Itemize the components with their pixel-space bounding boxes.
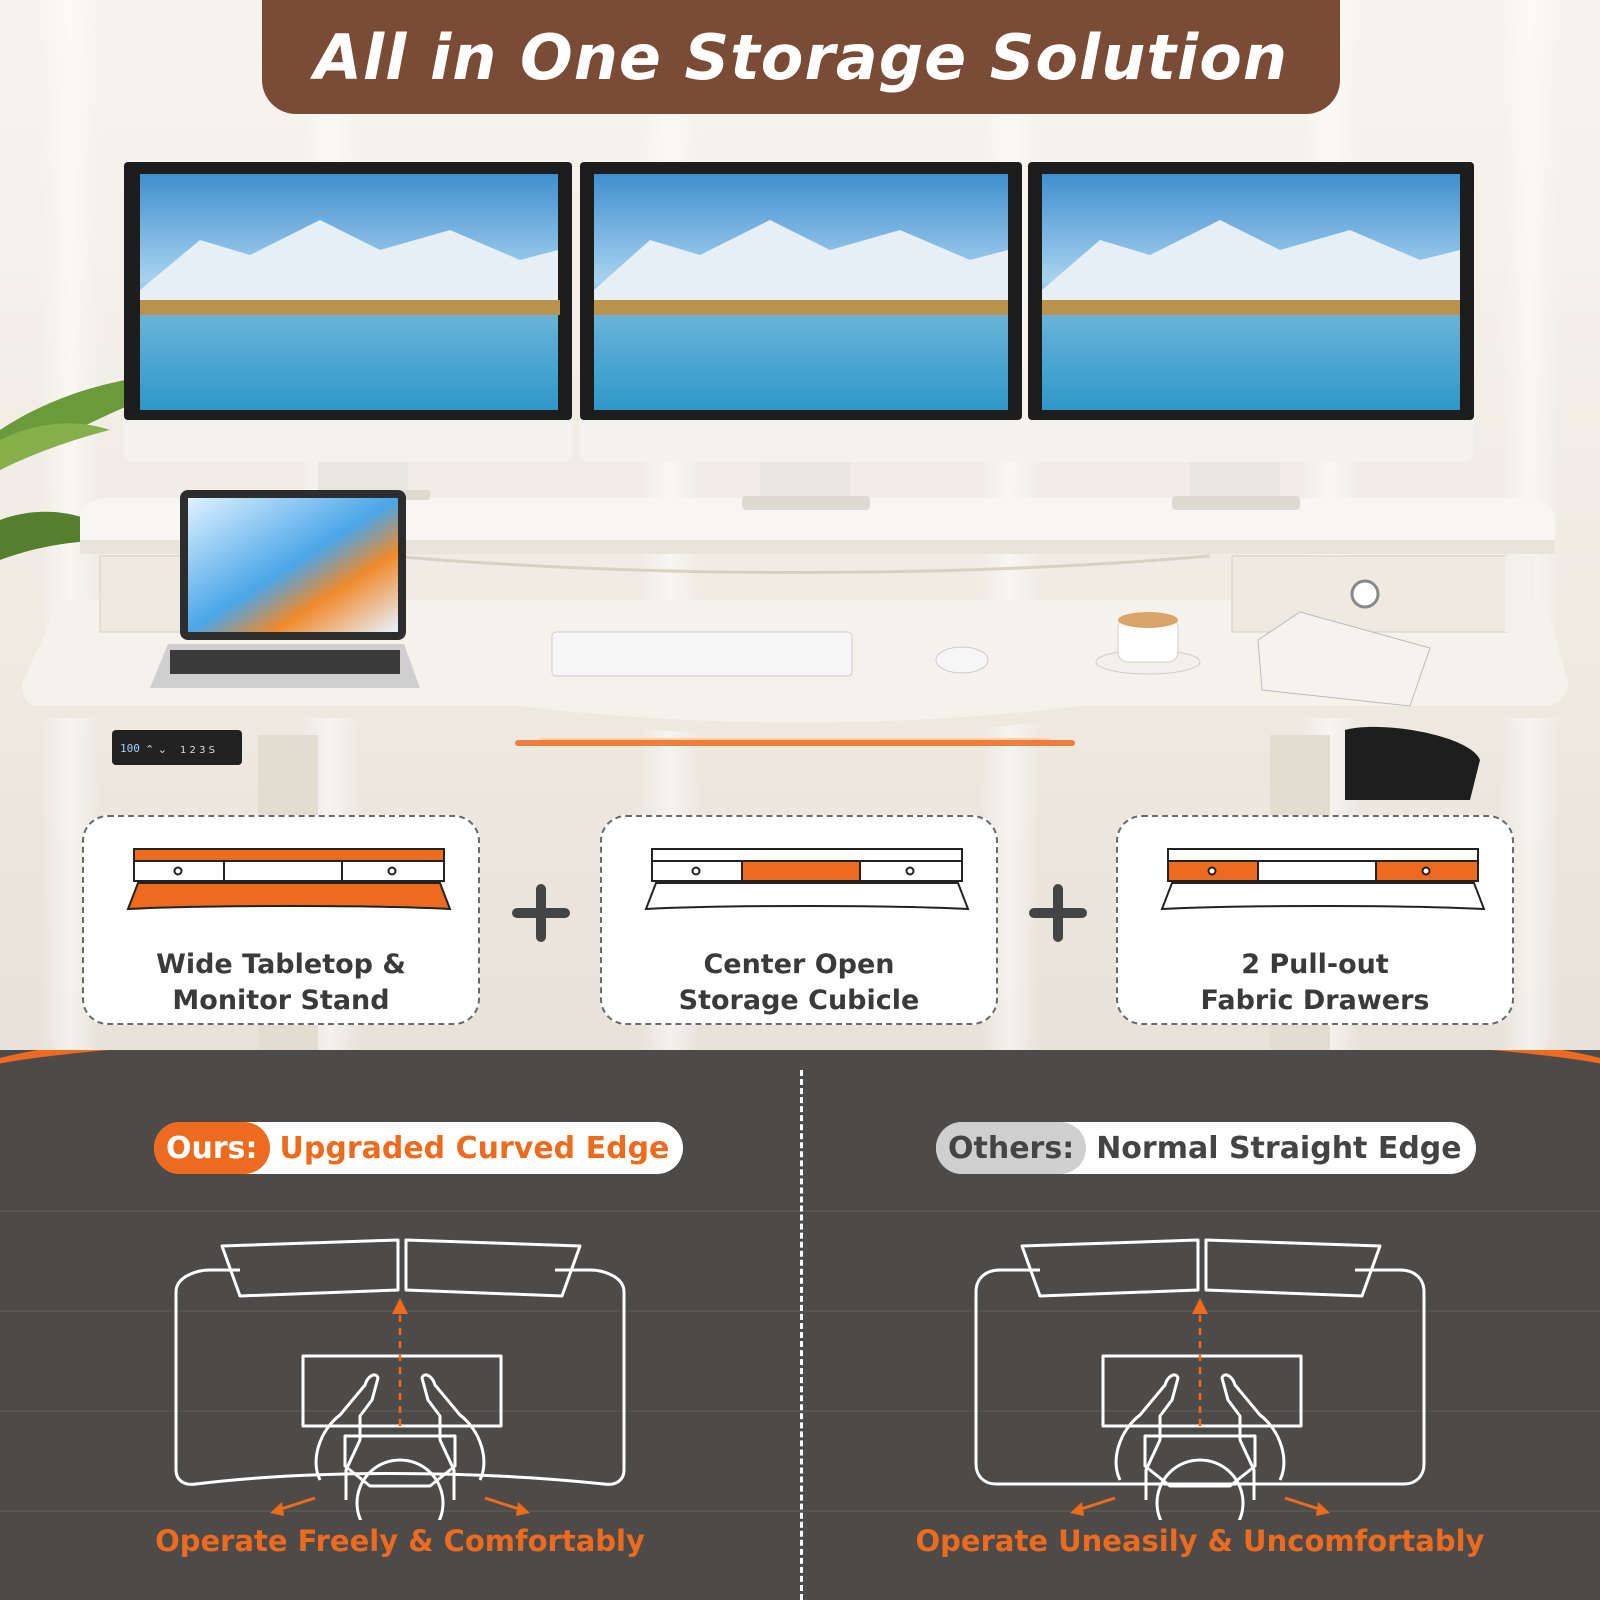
monitor-left bbox=[124, 162, 572, 500]
plus-icon bbox=[1029, 884, 1087, 942]
feature-label: Center Open Storage Cubicle bbox=[678, 949, 920, 1016]
monitor-center bbox=[580, 162, 1022, 510]
preset-keys: 1 2 3 S bbox=[180, 745, 215, 756]
desk-diagram-drawers-icon bbox=[1160, 848, 1486, 911]
product-photo: 100 ⌃ ⌄ 1 2 3 S bbox=[0, 0, 1600, 1070]
monitor-right bbox=[1028, 162, 1474, 510]
others-pill: Others: Normal Straight Edge bbox=[936, 1122, 1476, 1174]
feature-card-tabletop: Wide Tabletop & Monitor Stand bbox=[82, 815, 480, 1025]
straight-edge-diagram bbox=[974, 1238, 1426, 1520]
feature-card-drawers: 2 Pull-out Fabric Drawers bbox=[1116, 815, 1514, 1025]
title-banner: All in One Storage Solution bbox=[262, 0, 1340, 114]
others-heading: Normal Straight Edge bbox=[1096, 1130, 1462, 1166]
others-tag: Others: bbox=[936, 1122, 1087, 1174]
page-title: All in One Storage Solution bbox=[313, 20, 1289, 94]
laptop bbox=[150, 490, 420, 688]
curved-edge-diagram bbox=[174, 1238, 626, 1520]
others-caption: Operate Uneasily & Uncomfortably bbox=[915, 1524, 1485, 1558]
height-readout: 100 bbox=[120, 742, 140, 755]
comparison-panel: Ours: Upgraded Curved Edge Others: Norma… bbox=[0, 1050, 1600, 1600]
ours-pill: Ours: Upgraded Curved Edge bbox=[154, 1122, 684, 1174]
desk-diagram-tabletop-icon bbox=[126, 848, 452, 911]
ours-caption: Operate Freely & Comfortably bbox=[155, 1524, 645, 1558]
desk-diagram-cubicle-icon bbox=[644, 848, 970, 911]
feature-card-cubicle: Center Open Storage Cubicle bbox=[600, 815, 998, 1025]
ours-tag: Ours: bbox=[154, 1122, 270, 1174]
ours-heading: Upgraded Curved Edge bbox=[279, 1130, 670, 1166]
svg-text:⌃ ⌄: ⌃ ⌄ bbox=[145, 743, 167, 756]
comparison-divider bbox=[800, 1070, 803, 1600]
feature-label: Wide Tabletop & Monitor Stand bbox=[156, 949, 406, 1016]
plus-icon bbox=[512, 884, 570, 942]
feature-label: 2 Pull-out Fabric Drawers bbox=[1200, 949, 1430, 1016]
